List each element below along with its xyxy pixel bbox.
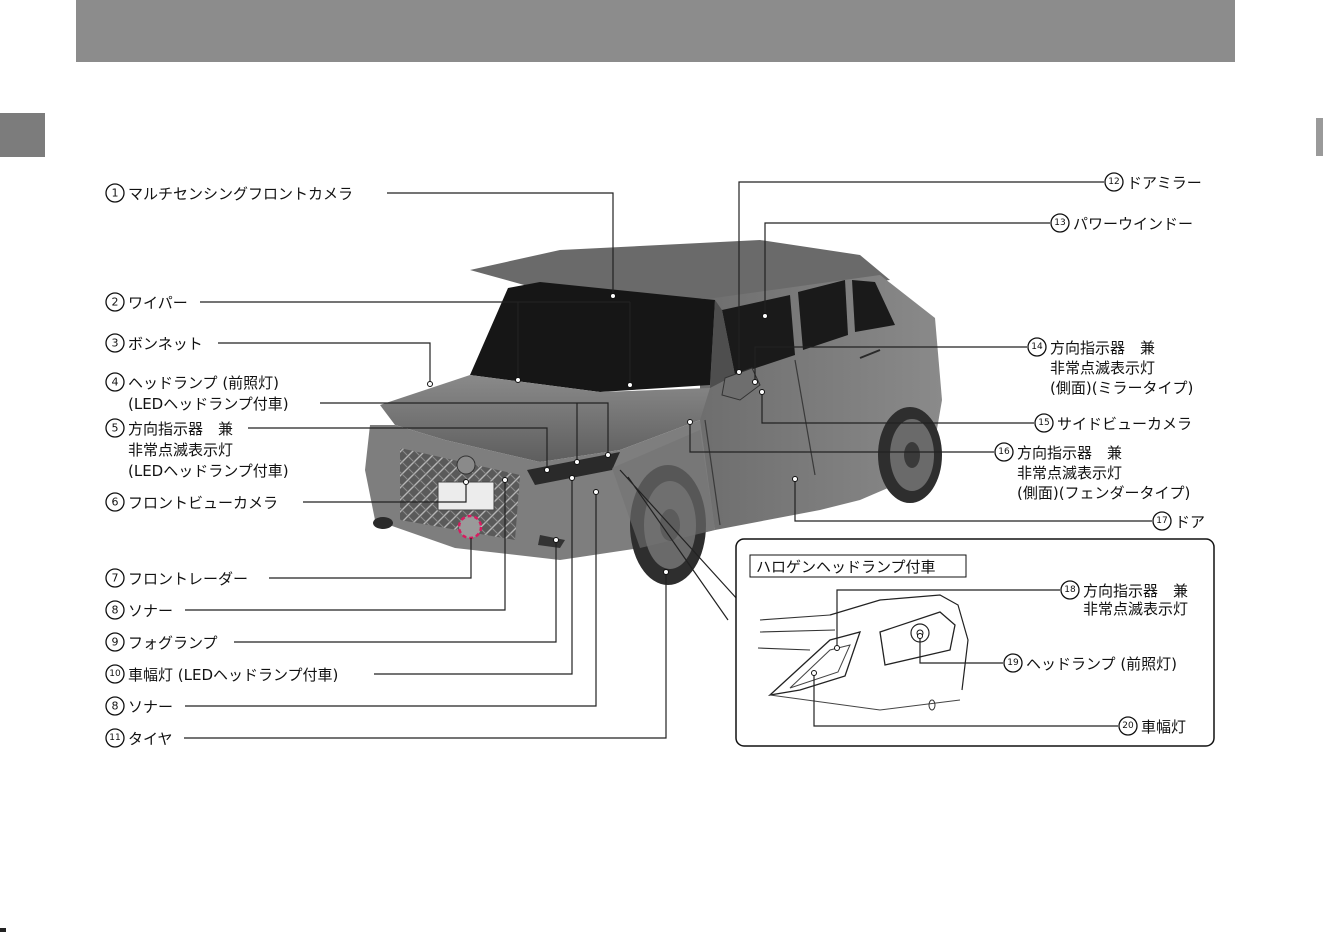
svg-text:パワーウインドー: パワーウインドー: [1073, 215, 1193, 233]
label-15: 15 サイドビューカメラ: [1034, 413, 1192, 433]
svg-text:12: 12: [1108, 177, 1119, 187]
front-radar: [457, 514, 483, 540]
inset-title: ハロゲンヘッドランプ付車: [756, 558, 936, 576]
svg-text:1: 1: [112, 187, 119, 200]
label-2: 2 ワイパー: [105, 292, 188, 312]
svg-text:ソナー: ソナー: [128, 602, 173, 620]
chapter-tab: [0, 113, 45, 157]
svg-text:フロントビューカメラ: フロントビューカメラ: [128, 494, 278, 512]
front-emblem: [456, 455, 476, 475]
label-6: 6 フロントビューカメラ: [105, 492, 278, 512]
headlamp-strip: [527, 452, 620, 485]
label-11: 11 タイヤ: [105, 728, 173, 748]
svg-text:ボンネット: ボンネット: [128, 335, 203, 353]
label-14: 14 方向指示器 兼 非常点滅表示灯 (側面)(ミラータイプ): [1027, 337, 1193, 397]
svg-text:20: 20: [1122, 721, 1134, 731]
svg-text:サイドビューカメラ: サイドビューカメラ: [1057, 415, 1192, 433]
halogen-inset: ハロゲンヘッドランプ付車 18 方向指示器 兼 非常点滅表示灯: [735, 538, 1215, 747]
svg-text:8: 8: [112, 604, 119, 617]
svg-text:フォグランプ: フォグランプ: [128, 634, 218, 652]
svg-text:11: 11: [109, 733, 120, 743]
svg-text:17: 17: [1156, 516, 1167, 526]
label-18: 18 方向指示器 兼 非常点滅表示灯: [1060, 580, 1188, 618]
label-8a: 8 ソナー: [105, 600, 173, 620]
rear-door-window: [798, 280, 848, 350]
svg-text:(LEDヘッドランプ付車): (LEDヘッドランプ付車): [128, 462, 289, 480]
svg-text:(側面)(フェンダータイプ): (側面)(フェンダータイプ): [1017, 484, 1190, 502]
svg-text:13: 13: [1054, 218, 1065, 228]
hood: [380, 375, 710, 462]
svg-text:ワイパー: ワイパー: [128, 294, 188, 312]
svg-text:方向指示器 兼: 方向指示器 兼: [1083, 582, 1188, 600]
label-16: 16 方向指示器 兼 非常点滅表示灯 (側面)(フェンダータイプ): [994, 442, 1190, 502]
svg-text:2: 2: [112, 296, 119, 309]
svg-text:ヘッドランプ (前照灯): ヘッドランプ (前照灯): [1026, 655, 1177, 673]
label-4: 4 ヘッドランプ (前照灯) (LEDヘッドランプ付車): [105, 372, 289, 413]
door-mirror: [721, 367, 761, 401]
page-header-bar: [76, 0, 1235, 62]
label-5: 5 方向指示器 兼 非常点滅表示灯 (LEDヘッドランプ付車): [105, 418, 289, 480]
quarter-window: [852, 280, 895, 332]
svg-text:非常点滅表示灯: 非常点滅表示灯: [128, 441, 233, 459]
svg-text:ヘッドランプ (前照灯): ヘッドランプ (前照灯): [128, 374, 279, 392]
svg-text:車幅灯 (LEDヘッドランプ付車): 車幅灯 (LEDヘッドランプ付車): [128, 666, 338, 684]
label-20: 20 車幅灯: [1118, 716, 1186, 736]
anchor-dots: [427, 293, 798, 575]
label-7: 7 フロントレーダー: [105, 568, 248, 588]
label-13: 13 パワーウインドー: [1050, 213, 1193, 233]
label-10: 10 車幅灯 (LEDヘッドランプ付車): [105, 664, 338, 684]
svg-text:15: 15: [1038, 418, 1049, 428]
leader-lines: [184, 181, 1152, 739]
svg-text:9: 9: [112, 636, 119, 649]
label-1: 1 マルチセンシングフロントカメラ: [105, 183, 353, 203]
svg-text:ソナー: ソナー: [128, 698, 173, 716]
svg-text:方向指示器 兼: 方向指示器 兼: [1017, 444, 1122, 462]
svg-text:車幅灯: 車幅灯: [1141, 718, 1186, 736]
svg-text:(LEDヘッドランプ付車): (LEDヘッドランプ付車): [128, 395, 289, 413]
svg-text:8: 8: [112, 700, 119, 713]
svg-text:6: 6: [112, 496, 119, 509]
label-19: 19 ヘッドランプ (前照灯): [1003, 653, 1177, 673]
label-8b: 8 ソナー: [105, 696, 173, 716]
svg-text:16: 16: [998, 447, 1010, 457]
corner-mark: [0, 928, 6, 932]
svg-text:非常点滅表示灯: 非常点滅表示灯: [1017, 464, 1122, 482]
page-edge-mark: [1316, 118, 1323, 156]
car-illustration: [365, 240, 942, 585]
svg-text:19: 19: [1007, 658, 1019, 668]
front-door-window: [722, 295, 795, 375]
label-17: 17 ドア: [1152, 511, 1205, 531]
svg-text:ドア: ドア: [1175, 513, 1205, 531]
label-9: 9 フォグランプ: [105, 632, 218, 652]
svg-text:方向指示器 兼: 方向指示器 兼: [1050, 339, 1155, 357]
svg-text:フロントレーダー: フロントレーダー: [128, 570, 248, 588]
fog-lamp: [538, 535, 565, 548]
svg-text:非常点滅表示灯: 非常点滅表示灯: [1050, 359, 1155, 377]
svg-text:5: 5: [112, 422, 119, 435]
svg-text:18: 18: [1064, 585, 1076, 595]
svg-text:(側面)(ミラータイプ): (側面)(ミラータイプ): [1050, 379, 1193, 397]
windshield: [470, 282, 715, 392]
svg-text:7: 7: [112, 572, 119, 585]
label-12: 12 ドアミラー: [1104, 172, 1202, 192]
svg-text:3: 3: [112, 337, 119, 350]
svg-text:マルチセンシングフロントカメラ: マルチセンシングフロントカメラ: [128, 185, 353, 203]
svg-text:方向指示器 兼: 方向指示器 兼: [128, 420, 233, 438]
inset-headlamp-drawing: [757, 594, 969, 711]
svg-text:4: 4: [112, 376, 119, 389]
label-3: 3 ボンネット: [105, 333, 203, 353]
svg-text:非常点滅表示灯: 非常点滅表示灯: [1083, 600, 1188, 618]
car-roof: [470, 240, 890, 300]
svg-text:10: 10: [109, 669, 121, 679]
svg-text:14: 14: [1031, 342, 1043, 352]
svg-text:タイヤ: タイヤ: [128, 730, 173, 748]
svg-text:ドアミラー: ドアミラー: [1127, 174, 1202, 192]
